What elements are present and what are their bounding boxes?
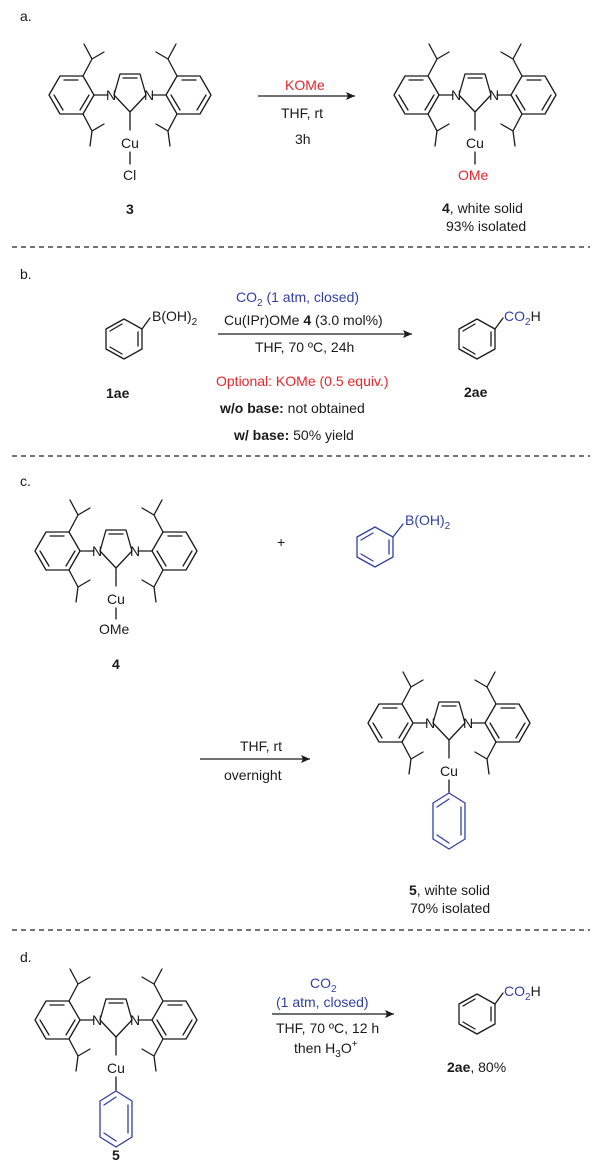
ipr-ligand-5d <box>34 968 198 1072</box>
product-5-caption: 5, wihte solid <box>409 882 490 898</box>
result-w-base: w/ base: 50% yield <box>233 427 354 443</box>
cu-atom-3: Cu <box>121 135 139 151</box>
phenyl-1ae <box>105 318 143 360</box>
panel-d-label: d. <box>20 949 32 965</box>
reagent-kome: KOMe <box>285 77 325 93</box>
cond-c-thf: THF, rt <box>240 738 282 754</box>
cl-atom-3: Cl <box>123 167 136 183</box>
phenyl-2ae-d <box>458 993 496 1035</box>
cu-atom-4c: Cu <box>107 591 125 607</box>
product-2ae-d-caption: 2ae, 80% <box>447 1059 506 1075</box>
panel-a-label: a. <box>20 8 32 24</box>
co2-reagent-b: CO2 (1 atm, closed) <box>236 289 359 309</box>
ipr-ligand-4 <box>393 43 557 147</box>
ipr-ligand-4c <box>34 499 198 603</box>
compound-5d-label: 5 <box>112 1147 120 1163</box>
cu-atom-5c: Cu <box>440 763 458 779</box>
product-4-yield: 93% isolated <box>446 218 526 234</box>
boh2-c: B(OH)2 <box>405 512 451 532</box>
cond-d-temp: THF, 70 ºC, 12 h <box>276 1020 379 1036</box>
cond-c-time: overnight <box>224 767 282 783</box>
co2h-2ae-b: CO2H <box>504 308 541 328</box>
cond-a-time: 3h <box>295 131 311 147</box>
co2h-2ae-d: CO2H <box>504 983 541 1003</box>
cond-d-pressure: (1 atm, closed) <box>276 994 369 1010</box>
cu-atom-4: Cu <box>466 135 484 151</box>
cond-a-thf: THF, rt <box>281 105 323 121</box>
ipr-ligand-3 <box>48 43 212 147</box>
ome-group-4: OMe <box>458 167 489 183</box>
ipr-ligand-5c <box>367 671 531 775</box>
result-wo-base: w/o base: not obtained <box>219 400 365 416</box>
product-5-yield: 70% isolated <box>410 900 490 916</box>
phenyl-ring-5d <box>99 1090 133 1148</box>
panel-c-label: c. <box>20 473 31 489</box>
phenyl-2ae-b <box>458 318 496 360</box>
panel-b-label: b. <box>20 266 32 282</box>
compound-2ae-label: 2ae <box>464 384 488 400</box>
catalyst-b: Cu(IPr)OMe 4 (3.0 mol%) <box>224 312 383 328</box>
compound-1ae-label: 1ae <box>106 385 130 401</box>
optional-kome: Optional: KOMe (0.5 equiv.) <box>216 373 388 389</box>
cond-b: THF, 70 ºC, 24h <box>255 339 354 355</box>
plus-sign: + <box>277 534 285 550</box>
phenylboronic-acid-c <box>356 523 404 568</box>
compound-4c-label: 4 <box>112 656 120 672</box>
phenyl-ring-5c <box>432 792 466 850</box>
boh2-1ae: B(OH)2 <box>152 308 198 328</box>
cu-atom-5d: Cu <box>107 1060 125 1076</box>
compound-3-label: 3 <box>126 201 134 217</box>
cond-d-workup: then H3O+ <box>294 1039 358 1060</box>
ome-group-4c: OMe <box>99 621 130 637</box>
co2-reagent-d: CO2 <box>310 975 337 995</box>
product-4-caption: 4, white solid <box>442 200 523 216</box>
